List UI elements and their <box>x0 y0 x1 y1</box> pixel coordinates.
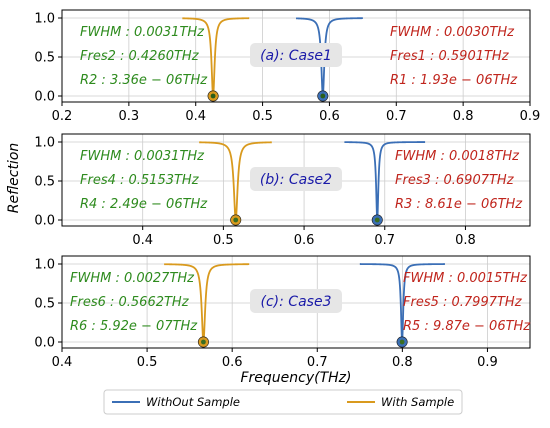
panel-3-annotation-left: Fres6 : 0.5662THz <box>70 295 190 310</box>
panel-2-case-label: (b): Case2 <box>260 172 332 188</box>
panel-1-xtick-label: 0.7 <box>386 109 407 124</box>
panel-2-xtick-label: 0.5 <box>213 233 234 248</box>
panel-1-series-with-sample <box>181 17 250 97</box>
panel-1-annotation-right: R1 : 1.93e − 06THz <box>390 73 518 88</box>
panel-2-annotation-left: R4 : 2.49e − 06THz <box>80 197 208 212</box>
panel-2-xtick-label: 0.4 <box>132 233 153 248</box>
legend-frame <box>103 389 463 415</box>
panel-1-annotation-right: FWHM : 0.0030THz <box>390 25 515 40</box>
panel-2-xtick-label: 0.6 <box>294 233 315 248</box>
panel-1-xtick-label: 0.4 <box>185 109 206 124</box>
panel-2-xtick-label: 0.8 <box>455 233 476 248</box>
panel-1-xtick-label: 0.9 <box>520 109 541 124</box>
panel-1-annotation-left: Fres2 : 0.4260THz <box>80 49 200 64</box>
panel-1-annotation-left: FWHM : 0.0031THz <box>80 25 205 40</box>
panel-3-resonance-marker-dot-without-sample <box>399 339 405 345</box>
panel-1-ytick-label: 0.0 <box>34 90 55 105</box>
panel-3-case-label-box <box>250 289 342 313</box>
panel-1-xtick-label: 0.8 <box>453 109 474 124</box>
panel-2-ytick-label: 0.5 <box>34 175 55 190</box>
panel-3-annotation-right: R5 : 9.87e − 06THz <box>403 319 531 334</box>
panel-1-case-label: (a): Case1 <box>260 48 332 64</box>
panel-3-frame <box>61 255 531 349</box>
panel-2-case-label-box <box>250 167 342 191</box>
panel-2-frame <box>61 133 531 227</box>
panel-1-resonance-marker-dot-without-sample <box>320 93 326 99</box>
panel-3-annotation-left: FWHM : 0.0027THz <box>70 271 195 286</box>
panel-3-annotation-right: FWHM : 0.0015THz <box>403 271 528 286</box>
panel-2-series-without-sample <box>343 141 426 221</box>
panel-1-xtick-label: 0.6 <box>319 109 340 124</box>
panel-2-annotation-left: Fres4 : 0.5153THz <box>80 173 200 188</box>
panel-3-xtick-label: 0.8 <box>392 355 413 370</box>
panel-3-ytick-label: 0.5 <box>34 297 55 312</box>
legend: WithOut Sample With Sample <box>103 389 463 415</box>
panel-3-ytick-label: 0.0 <box>34 336 55 351</box>
panel-1-annotation-left: R2 : 3.36e − 06THz <box>80 73 208 88</box>
legend-label-without-sample: WithOut Sample <box>146 395 240 409</box>
panel-2-xtick-label: 0.7 <box>374 233 395 248</box>
panel-1-xtick-label: 0.2 <box>52 109 73 124</box>
panel-3-resonance-marker-dot-with-sample <box>201 339 206 345</box>
panel-2-annotation-right: R3 : 8.61e − 06THz <box>395 197 523 212</box>
panel-3-series-with-sample <box>163 263 250 343</box>
panel-3-xtick-label: 0.7 <box>307 355 328 370</box>
panel-1-xtick-label: 0.3 <box>119 109 140 124</box>
panel-2-annotation-right: Fres3 : 0.6907THz <box>395 173 515 188</box>
panel-3-xtick-label: 0.5 <box>137 355 158 370</box>
legend-label-with-sample: With Sample <box>381 395 454 409</box>
panel-1-resonance-marker-dot-with-sample <box>210 93 216 99</box>
y-axis-title: Reflection <box>6 143 22 214</box>
panel-2-ytick-label: 1.0 <box>34 136 55 151</box>
panel-2-resonance-marker-dot-without-sample <box>374 217 380 223</box>
x-axis-title: Frequency(THz) <box>240 370 351 386</box>
panel-3-case-label: (c): Case3 <box>261 294 332 310</box>
panel-3-xtick-label: 0.4 <box>52 355 73 370</box>
panel-3-annotation-right: Fres5 : 0.7997THz <box>403 295 523 310</box>
panel-3-ytick-label: 1.0 <box>34 258 55 273</box>
panel-2-resonance-marker-dot-with-sample <box>233 217 239 223</box>
panel-2-ytick-label: 0.0 <box>34 214 55 229</box>
panel-2-annotation-left: FWHM : 0.0031THz <box>80 149 205 164</box>
panel-1-xtick-label: 0.5 <box>252 109 273 124</box>
panel-1-series-without-sample <box>295 17 364 97</box>
panel-3-xtick-label: 0.9 <box>477 355 498 370</box>
panel-1-ytick-label: 0.5 <box>34 51 55 66</box>
panel-1-annotation-right: Fres1 : 0.5901THz <box>390 49 510 64</box>
panel-1-case-label-box <box>250 43 342 67</box>
panel-1-frame <box>61 9 531 103</box>
panel-3-annotation-left: R6 : 5.92e − 07THz <box>70 319 198 334</box>
panel-3-xtick-label: 0.6 <box>222 355 243 370</box>
panel-1-ytick-label: 1.0 <box>34 12 55 27</box>
panel-2-annotation-right: FWHM : 0.0018THz <box>395 149 520 164</box>
